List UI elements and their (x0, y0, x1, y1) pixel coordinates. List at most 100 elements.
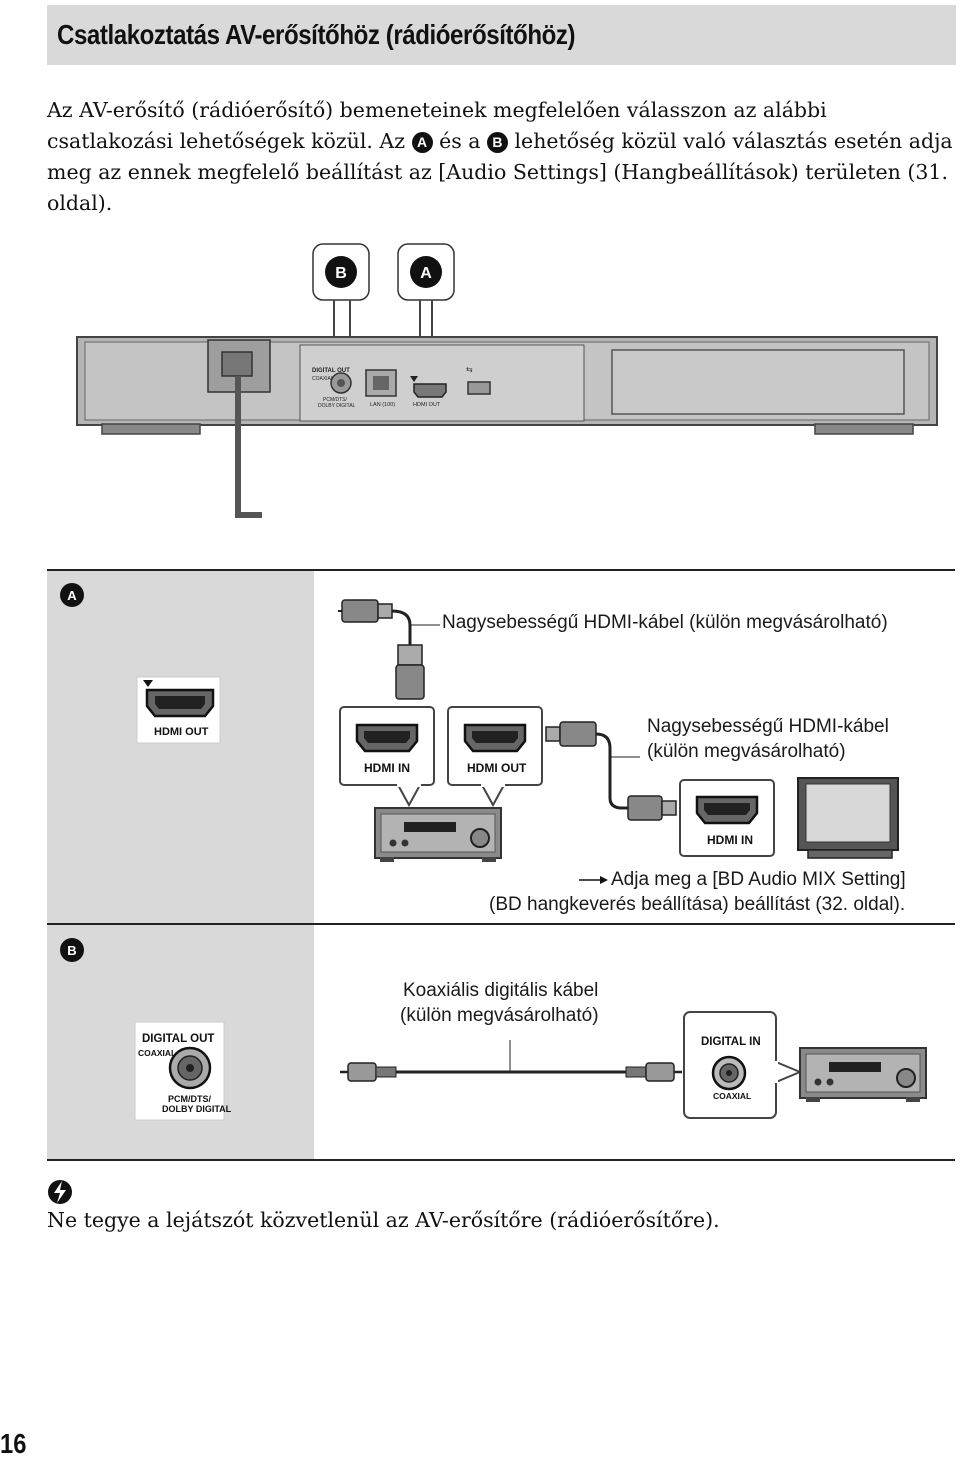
warning-icon (48, 1180, 72, 1204)
section-b-label: B (67, 943, 76, 958)
power-cord (235, 376, 262, 518)
coaxial-pin (337, 379, 345, 387)
hdmi-cable-2-wire (595, 732, 628, 810)
badge-a: A (411, 132, 433, 153)
setting-note-line1: Adja meg a [BD Audio MIX Setting] (611, 869, 906, 890)
tv-hdmi-in-inner (704, 803, 750, 815)
hdmi-out-port (413, 383, 447, 398)
note-arrow (579, 876, 608, 884)
amp-hdmi-in-label: HDMI IN (364, 761, 410, 775)
player-coaxial-label: COAXIAL (138, 1048, 176, 1058)
intro-paragraph: Az AV-erősítő (rádióerősítő) bemeneteine… (47, 95, 959, 219)
intro-text-1: Az AV-erősítő (rádióerősítő) bemeneteine… (47, 98, 827, 153)
av-amp-hdmi-panel: HDMI IN HDMI OUT (339, 706, 543, 862)
vent-panel (611, 349, 905, 415)
av-receiver-a-foot-2 (482, 857, 496, 862)
tv-screen (805, 783, 891, 843)
av-receiver-b-knob-1 (814, 1078, 822, 1086)
intro-text-3: lehetőség közül való választás esetén ad… (47, 129, 953, 215)
port-pcm-label: PCM/DTS/ (323, 397, 348, 403)
player-dolby-label: DOLBY DIGITAL (162, 1104, 232, 1114)
pointer-mask-2 (481, 783, 505, 787)
coax-cable-label-line1: Koaxiális digitális kábel (403, 980, 599, 1001)
hdmi-plug-down (395, 664, 425, 700)
player-hdmi-out-detail: HDMI OUT (136, 676, 221, 744)
av-receiver-b-knob-2 (826, 1078, 834, 1086)
note-text: Ne tegye a lejátszót közvetlenül az AV-e… (47, 1208, 720, 1232)
coax-plug-right-boot (625, 1066, 647, 1078)
av-receiver-b-display (829, 1062, 881, 1072)
callout-a-circle (410, 256, 442, 288)
hdmi-cable-1-label: Nagysebességű HDMI-kábel (külön megvásár… (442, 612, 888, 633)
coax-plug-left-boot (375, 1066, 397, 1078)
port-digital-out-label: DIGITAL OUT (312, 368, 350, 374)
hdmi-cable-2-plug-b (627, 795, 663, 821)
player-hdmi-out-label: HDMI OUT (154, 726, 209, 738)
section-a-label: A (67, 588, 77, 603)
section-b-badge (60, 938, 84, 962)
callout-b-circle (325, 256, 357, 288)
av-receiver-b-volume (896, 1068, 916, 1088)
page-title: Csatlakoztatás AV-erősítőhöz (rádióerősí… (57, 19, 576, 50)
amp-hdmi-in-pointer (396, 784, 422, 808)
tv-stand (807, 849, 893, 859)
port-hdmi-out-label: HDMI OUT (413, 402, 441, 408)
hdmi-cable-1 (338, 599, 440, 700)
coax-plug-left (347, 1062, 377, 1082)
foot-left (101, 423, 201, 435)
note-arrow-head (600, 876, 608, 884)
player-hdmi-arrow (143, 680, 153, 687)
usb-port (467, 381, 491, 395)
amp-hdmi-out-label: HDMI OUT (467, 761, 527, 775)
coax-plug-right (645, 1062, 675, 1082)
amp-hdmi-out-inner (472, 731, 518, 743)
header-bar: Csatlakoztatás AV-erősítőhöz (rádióerősí… (47, 5, 956, 65)
callout-b-label: B (335, 265, 347, 282)
intro-text-2: és a (432, 129, 487, 153)
av-receiver-a-volume (470, 828, 490, 848)
callout-a-label: A (420, 265, 432, 282)
port-lan-label: LAN (100) (370, 402, 395, 408)
player-pcm-label: PCM/DTS/ (168, 1094, 212, 1104)
amp-digital-pointer (775, 1060, 803, 1084)
usb-icon: ⇆ (466, 365, 473, 374)
tv-hdmi-in-label: HDMI IN (707, 833, 753, 847)
hdmi-cable-2-tip-b (661, 800, 677, 816)
coaxial-cable (340, 1040, 682, 1082)
pointer-mask-3 (774, 1061, 778, 1083)
foot-right (814, 423, 914, 435)
coax-cable-label-line2: (külön megvásárolható) (400, 1005, 599, 1026)
port-dolby-label: DOLBY DIGITAL (318, 403, 356, 409)
pointer-mask-1 (397, 783, 421, 787)
av-receiver-a-knob-2 (401, 839, 409, 847)
lan-port-inner (373, 376, 389, 390)
setting-note-line2: (BD hangkeverés beállítása) beállítást (… (489, 894, 906, 915)
hdmi-plug-down-collar (397, 644, 423, 666)
page-number: 16 (0, 1428, 27, 1459)
player-digital-out-detail: DIGITAL OUT COAXIAL PCM/DTS/ DOLBY DIGIT… (134, 1021, 232, 1121)
hdmi-plug-left-tip (377, 603, 393, 619)
hdmi-marker-arrow (410, 376, 418, 382)
port-coaxial-label: COAXIAL (312, 376, 334, 382)
amp-coaxial-jack-pin (726, 1070, 732, 1076)
player-coaxial-jack-pin (186, 1064, 194, 1072)
av-receiver-b-foot-2 (906, 1097, 920, 1102)
amp-coaxial-label: COAXIAL (713, 1091, 751, 1101)
power-plug (221, 351, 253, 377)
hdmi-cable-2-label-line1: Nagysebességű HDMI-kábel (647, 716, 889, 737)
player-rear-panel: B A DIGITAL OUT COAXIAL PCM/DTS/ DOLBY D… (76, 243, 938, 518)
amp-digital-in-label: DIGITAL IN (701, 1036, 761, 1048)
av-receiver-a-foot-1 (380, 857, 394, 862)
amp-hdmi-out-pointer (480, 784, 506, 808)
hdmi-cable-2-plug-a (559, 721, 597, 747)
hdmi-cable-1-wire (391, 609, 412, 645)
av-receiver-b-foot-1 (806, 1097, 820, 1102)
hdmi-cable-2-tip (545, 726, 561, 742)
badge-b: B (486, 132, 508, 153)
hdmi-plug-left (341, 599, 379, 623)
amp-hdmi-in-inner (364, 731, 410, 743)
hdmi-cable-2 (545, 721, 677, 821)
av-receiver-a-knob-1 (389, 839, 397, 847)
av-receiver-a-display (404, 822, 456, 832)
